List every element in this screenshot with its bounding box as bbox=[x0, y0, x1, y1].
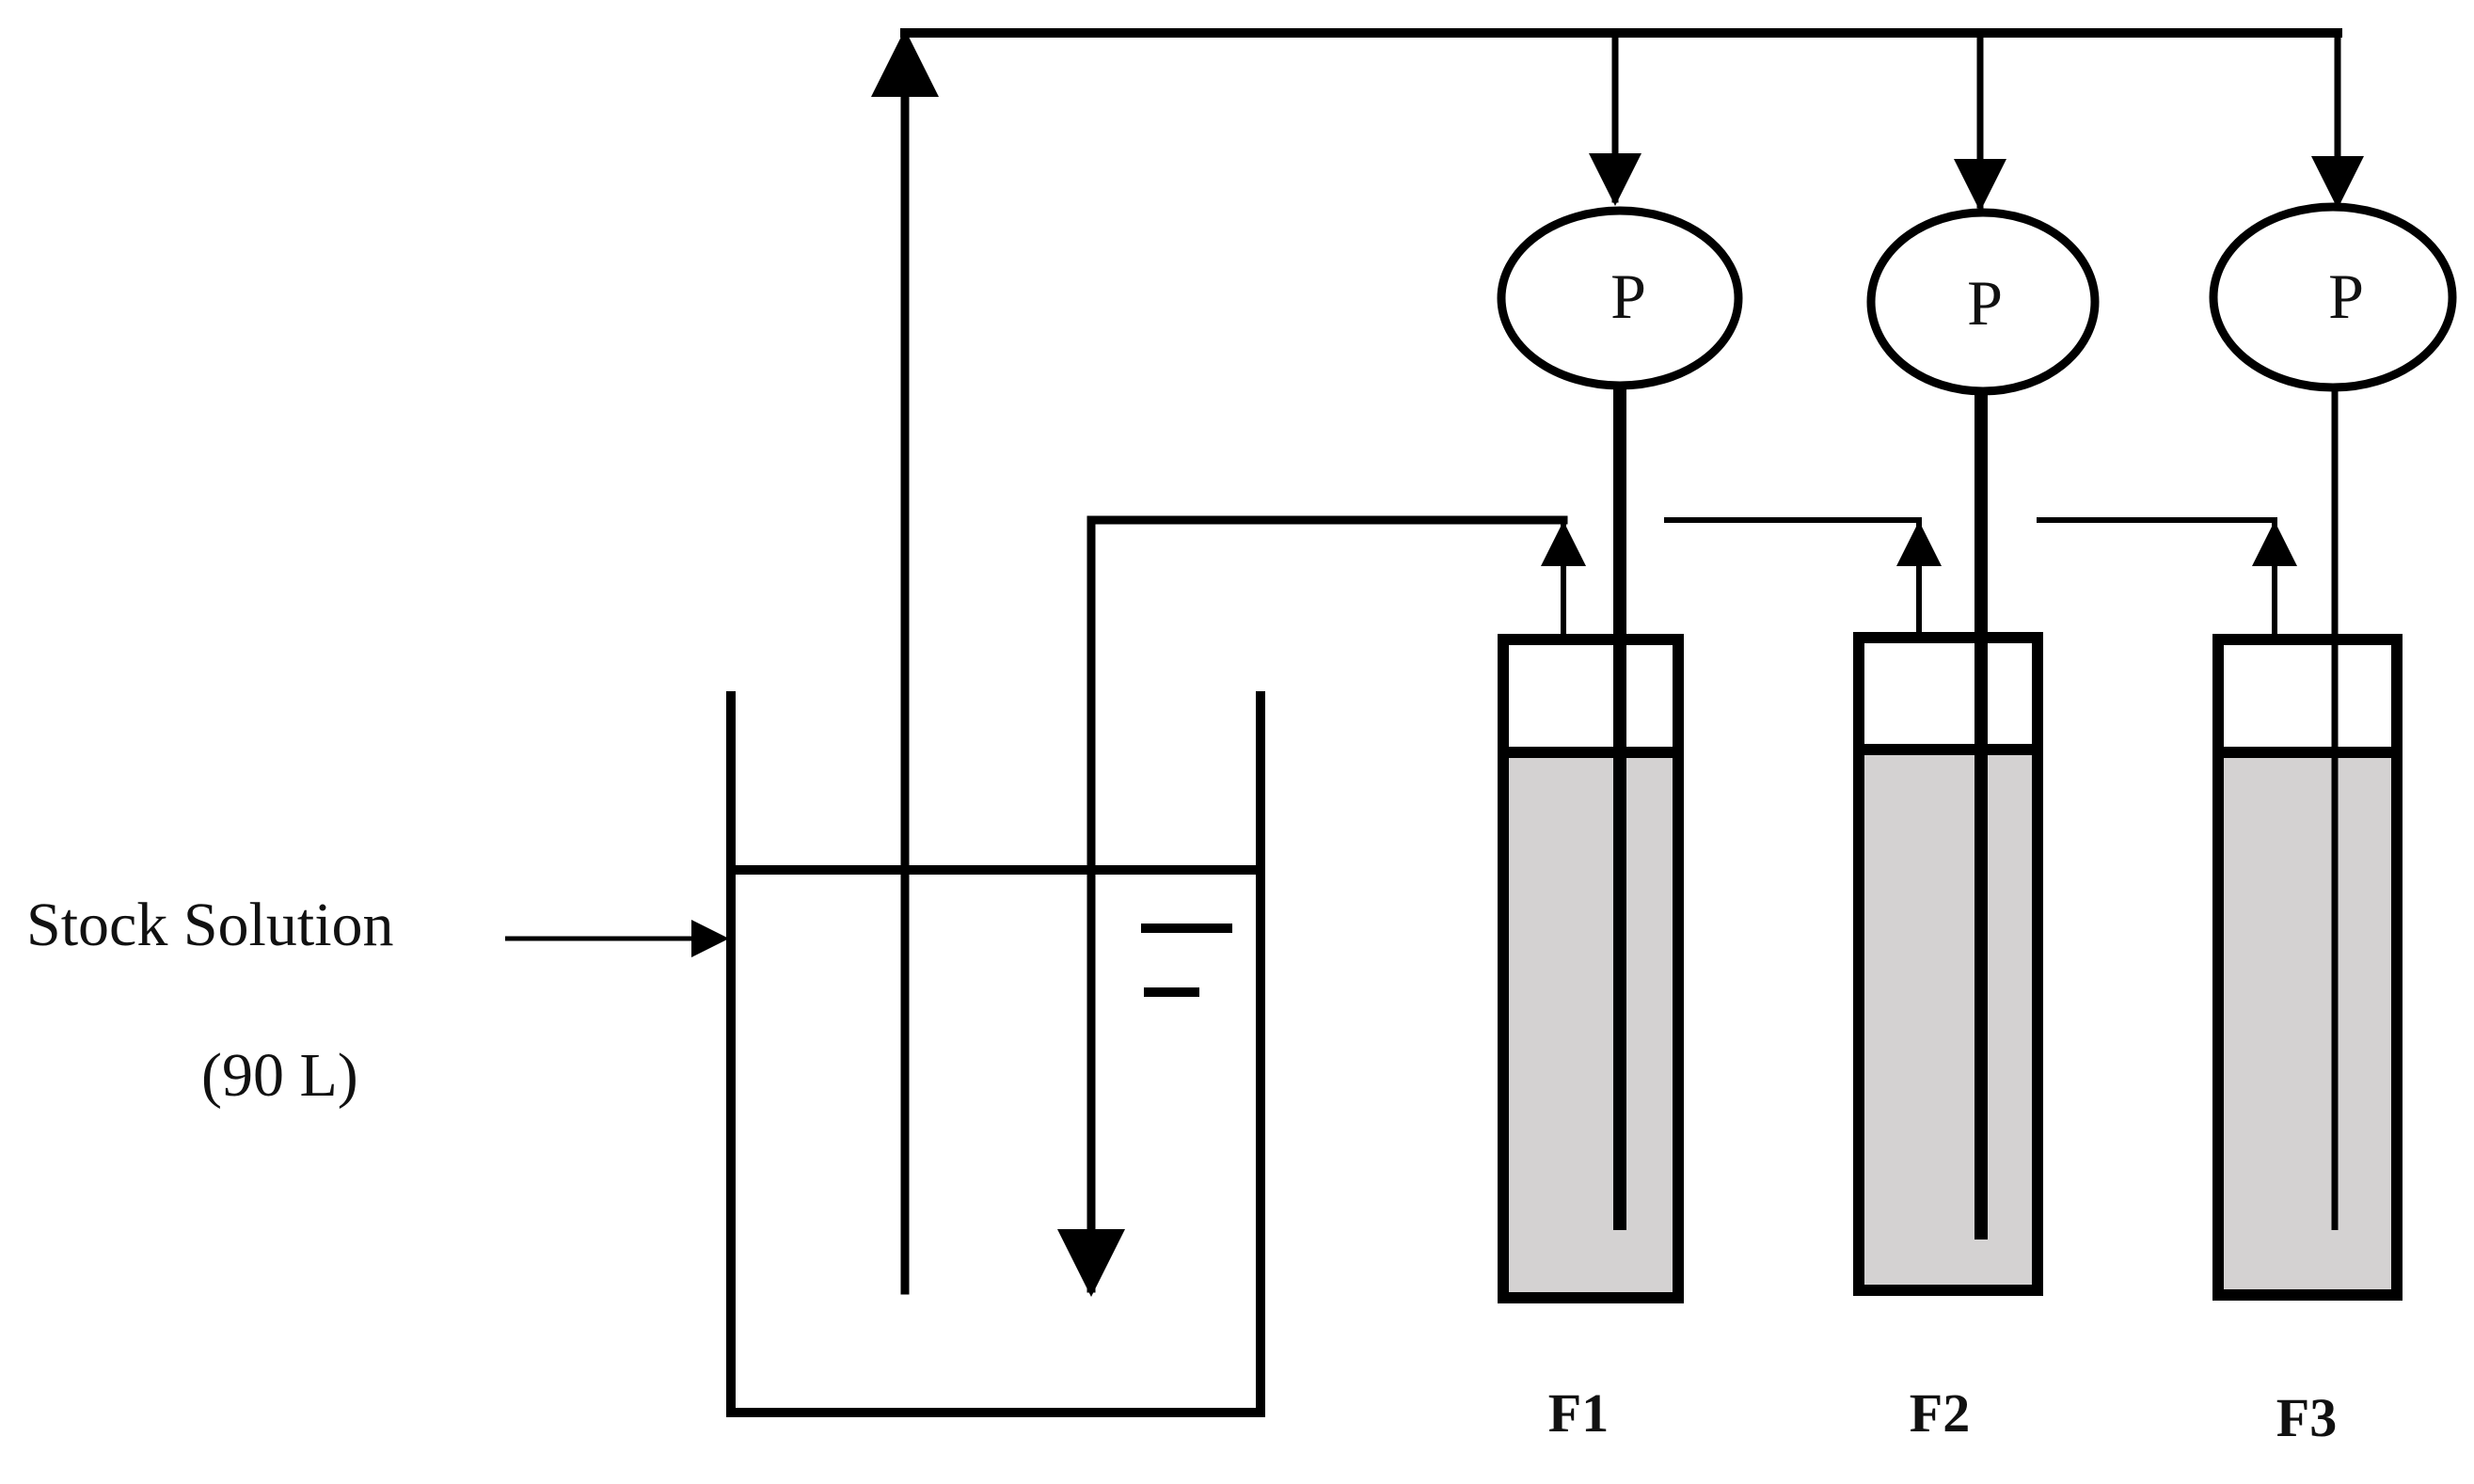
stock-tank bbox=[726, 691, 1265, 1417]
stock-solution-label: Stock Solution bbox=[26, 891, 394, 959]
supply-line bbox=[871, 28, 2364, 1295]
pump-p3: P bbox=[2209, 202, 2457, 392]
column-label-f2: F2 bbox=[1910, 1382, 1970, 1444]
column-f2 bbox=[1853, 391, 2043, 1296]
pump-p2: P bbox=[1866, 208, 2100, 396]
link-f2-to-f3 bbox=[2037, 517, 2277, 529]
pump-label: P bbox=[2328, 260, 2364, 332]
pump-p1: P bbox=[1497, 206, 1743, 390]
stock-volume-label: (90 L) bbox=[201, 1041, 358, 1110]
column-f3 bbox=[2212, 387, 2403, 1301]
effluent-lines bbox=[1057, 515, 2297, 1297]
pump-label: P bbox=[1967, 267, 2003, 339]
column-media bbox=[1859, 750, 2038, 1290]
column-media bbox=[2218, 752, 2397, 1295]
column-body bbox=[1498, 634, 1684, 1303]
pump-label: P bbox=[1610, 260, 1646, 332]
link-f1-to-f2 bbox=[1664, 517, 1922, 529]
column-label-f1: F1 bbox=[1548, 1382, 1609, 1444]
column-body bbox=[1853, 632, 2043, 1296]
return-line-to-tank bbox=[1057, 515, 1568, 1297]
column-f1 bbox=[1498, 386, 1684, 1303]
column-body bbox=[2212, 634, 2403, 1301]
column-media bbox=[1503, 752, 1678, 1298]
column-label-f3: F3 bbox=[2276, 1387, 2337, 1448]
